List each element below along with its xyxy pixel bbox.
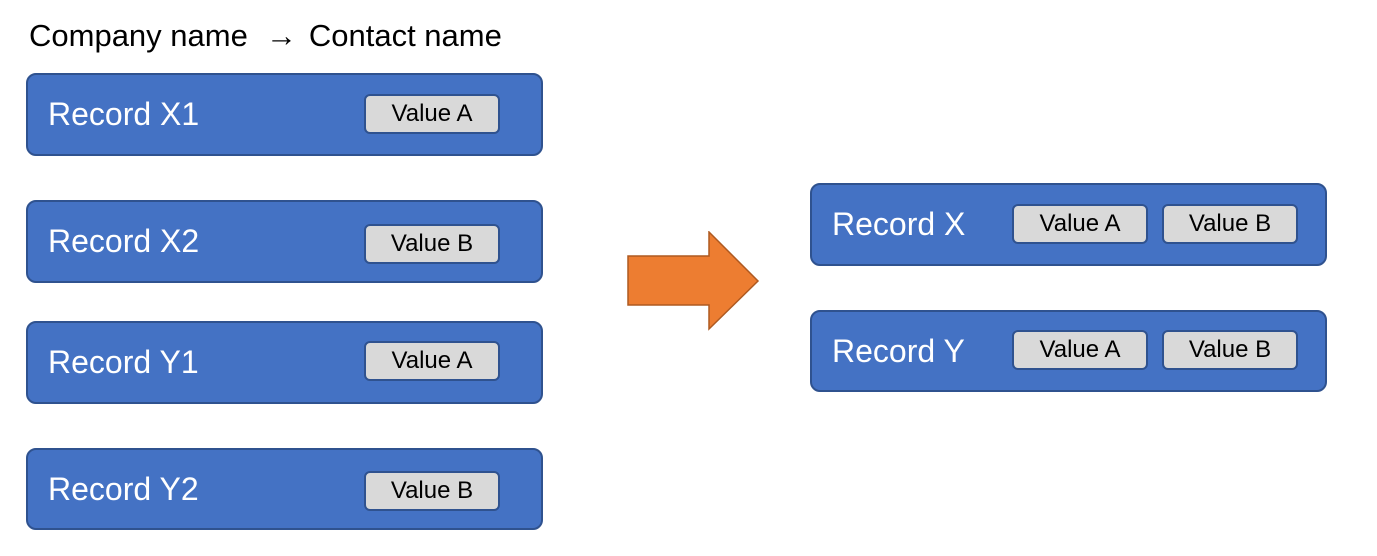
value-chip: Value A [364,341,500,381]
merged-record-x: Record X Value A Value B [810,183,1327,266]
right-arrow-icon: → [265,18,297,53]
merged-record-y: Record Y Value A Value B [810,310,1327,392]
value-chip: Value A [1012,330,1148,370]
value-chip: Value B [1162,204,1298,244]
source-record-y2: Record Y2 Value B [26,448,543,530]
record-label: Record X [832,206,966,242]
record-label: Record X2 [48,223,200,259]
record-label: Record Y [832,332,965,369]
value-chip: Value B [364,224,500,264]
mapping-header: Company name → Contact name [29,14,502,58]
value-chip: Value B [1162,330,1298,370]
source-record-x2: Record X2 Value B [26,200,543,283]
record-label: Record X1 [48,96,200,132]
source-record-x1: Record X1 Value A [26,73,543,156]
source-record-y1: Record Y1 Value A [26,321,543,404]
company-name-label: Company name [29,18,248,53]
arrow-shape [627,231,760,331]
value-chip: Value A [364,94,500,134]
value-chip: Value A [1012,204,1148,244]
value-chip: Value B [364,471,500,511]
record-label: Record Y1 [48,344,199,380]
contact-name-label: Contact name [308,18,502,53]
record-label: Record Y2 [48,470,199,507]
orange-right-block-arrow-icon [627,231,760,331]
